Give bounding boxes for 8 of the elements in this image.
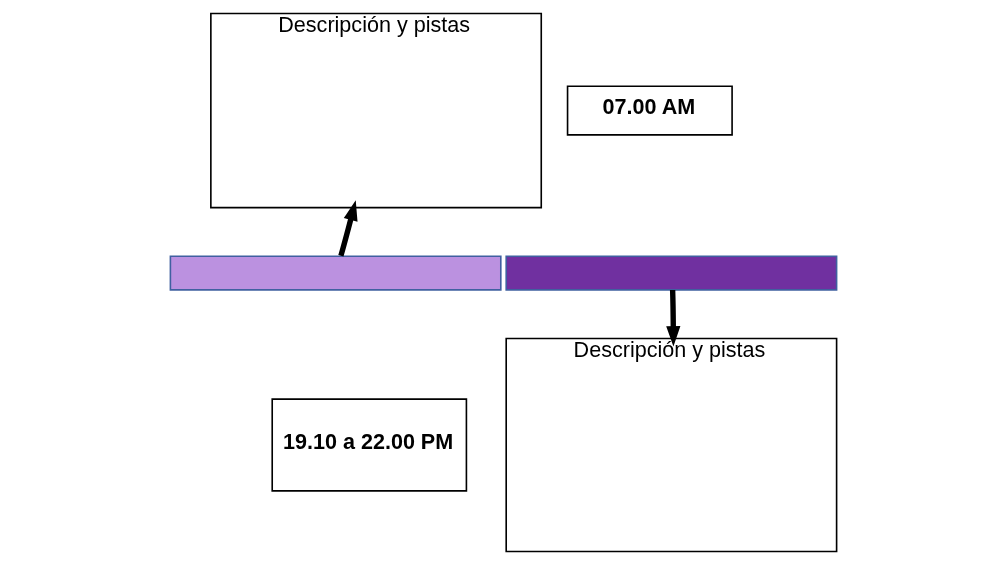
node-box: Descripción y pistas — [505, 337, 838, 553]
node-box: 07.00 AM — [566, 85, 733, 136]
node-box: 19.10 a 22.00 PM — [271, 398, 468, 492]
arrow — [338, 200, 358, 257]
arrow — [666, 289, 681, 347]
node-bar — [169, 255, 502, 291]
node-bar — [505, 255, 838, 291]
node-box: Descripción y pistas — [210, 12, 543, 209]
